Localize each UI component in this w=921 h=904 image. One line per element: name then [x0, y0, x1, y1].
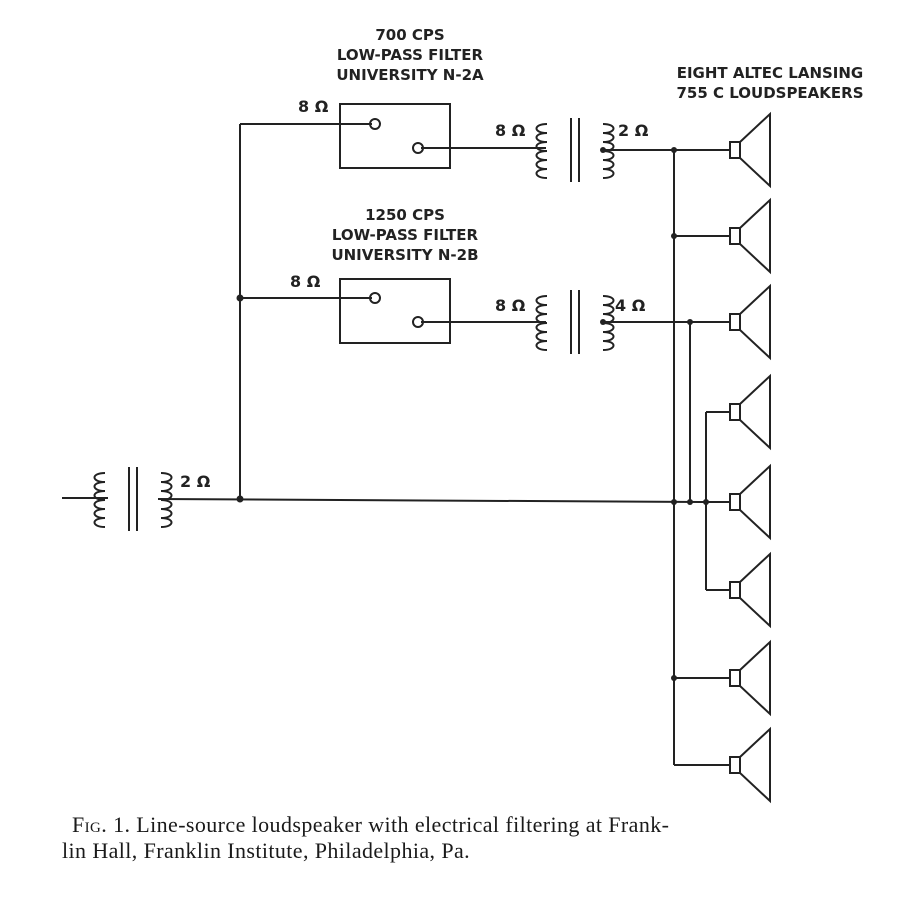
top-xfmr-secondary-impedance: 2 Ω: [618, 121, 649, 140]
bottom-filter-input-impedance: 8 Ω: [290, 272, 321, 291]
bottom-filter-title-2: LOW-PASS FILTER: [332, 226, 479, 244]
top-filter-title-3: UNIVERSITY N-2A: [336, 66, 484, 84]
top-xfmr-primary-impedance: 8 Ω: [495, 121, 526, 140]
top-filter-title-1: 700 CPS: [375, 26, 444, 44]
figure-caption: Fig. 1. Line-source loudspeaker with ele…: [62, 812, 902, 864]
top-filter-input-impedance: 8 Ω: [298, 97, 329, 116]
caption-line-2: lin Hall, Franklin Institute, Philadelph…: [62, 838, 471, 863]
speaker-2-icon: [729, 197, 771, 275]
speakers-title-2: 755 C LOUDSPEAKERS: [676, 84, 863, 102]
bottom-filter-box: [339, 278, 451, 344]
bottom-transformer-icon: [535, 290, 615, 354]
top-transformer-icon: [535, 118, 615, 182]
speaker-1-icon: [729, 111, 771, 189]
speaker-7-icon: [729, 639, 771, 717]
caption-line-1: Line-source loudspeaker with electrical …: [136, 812, 670, 837]
bottom-xfmr-primary-impedance: 8 Ω: [495, 296, 526, 315]
speaker-5-icon: [729, 463, 771, 541]
bottom-filter-title-3: UNIVERSITY N-2B: [331, 246, 478, 264]
speaker-6-icon: [729, 551, 771, 629]
main-wiring: [62, 123, 730, 766]
top-filter-title-2: LOW-PASS FILTER: [337, 46, 484, 64]
input-transformer-icon: [93, 467, 173, 531]
bottom-filter-title-1: 1250 CPS: [365, 206, 445, 224]
speakers-title-1: EIGHT ALTEC LANSING: [677, 64, 864, 82]
figure-number: Fig. 1.: [72, 812, 131, 837]
top-filter-box: [339, 103, 451, 169]
speaker-4-icon: [729, 373, 771, 451]
junction-dots: [236, 147, 709, 681]
speaker-3-icon: [729, 283, 771, 361]
input-xfmr-secondary-impedance: 2 Ω: [180, 472, 211, 491]
speaker-8-icon: [729, 726, 771, 804]
bottom-xfmr-secondary-impedance: 4 Ω: [615, 296, 646, 315]
